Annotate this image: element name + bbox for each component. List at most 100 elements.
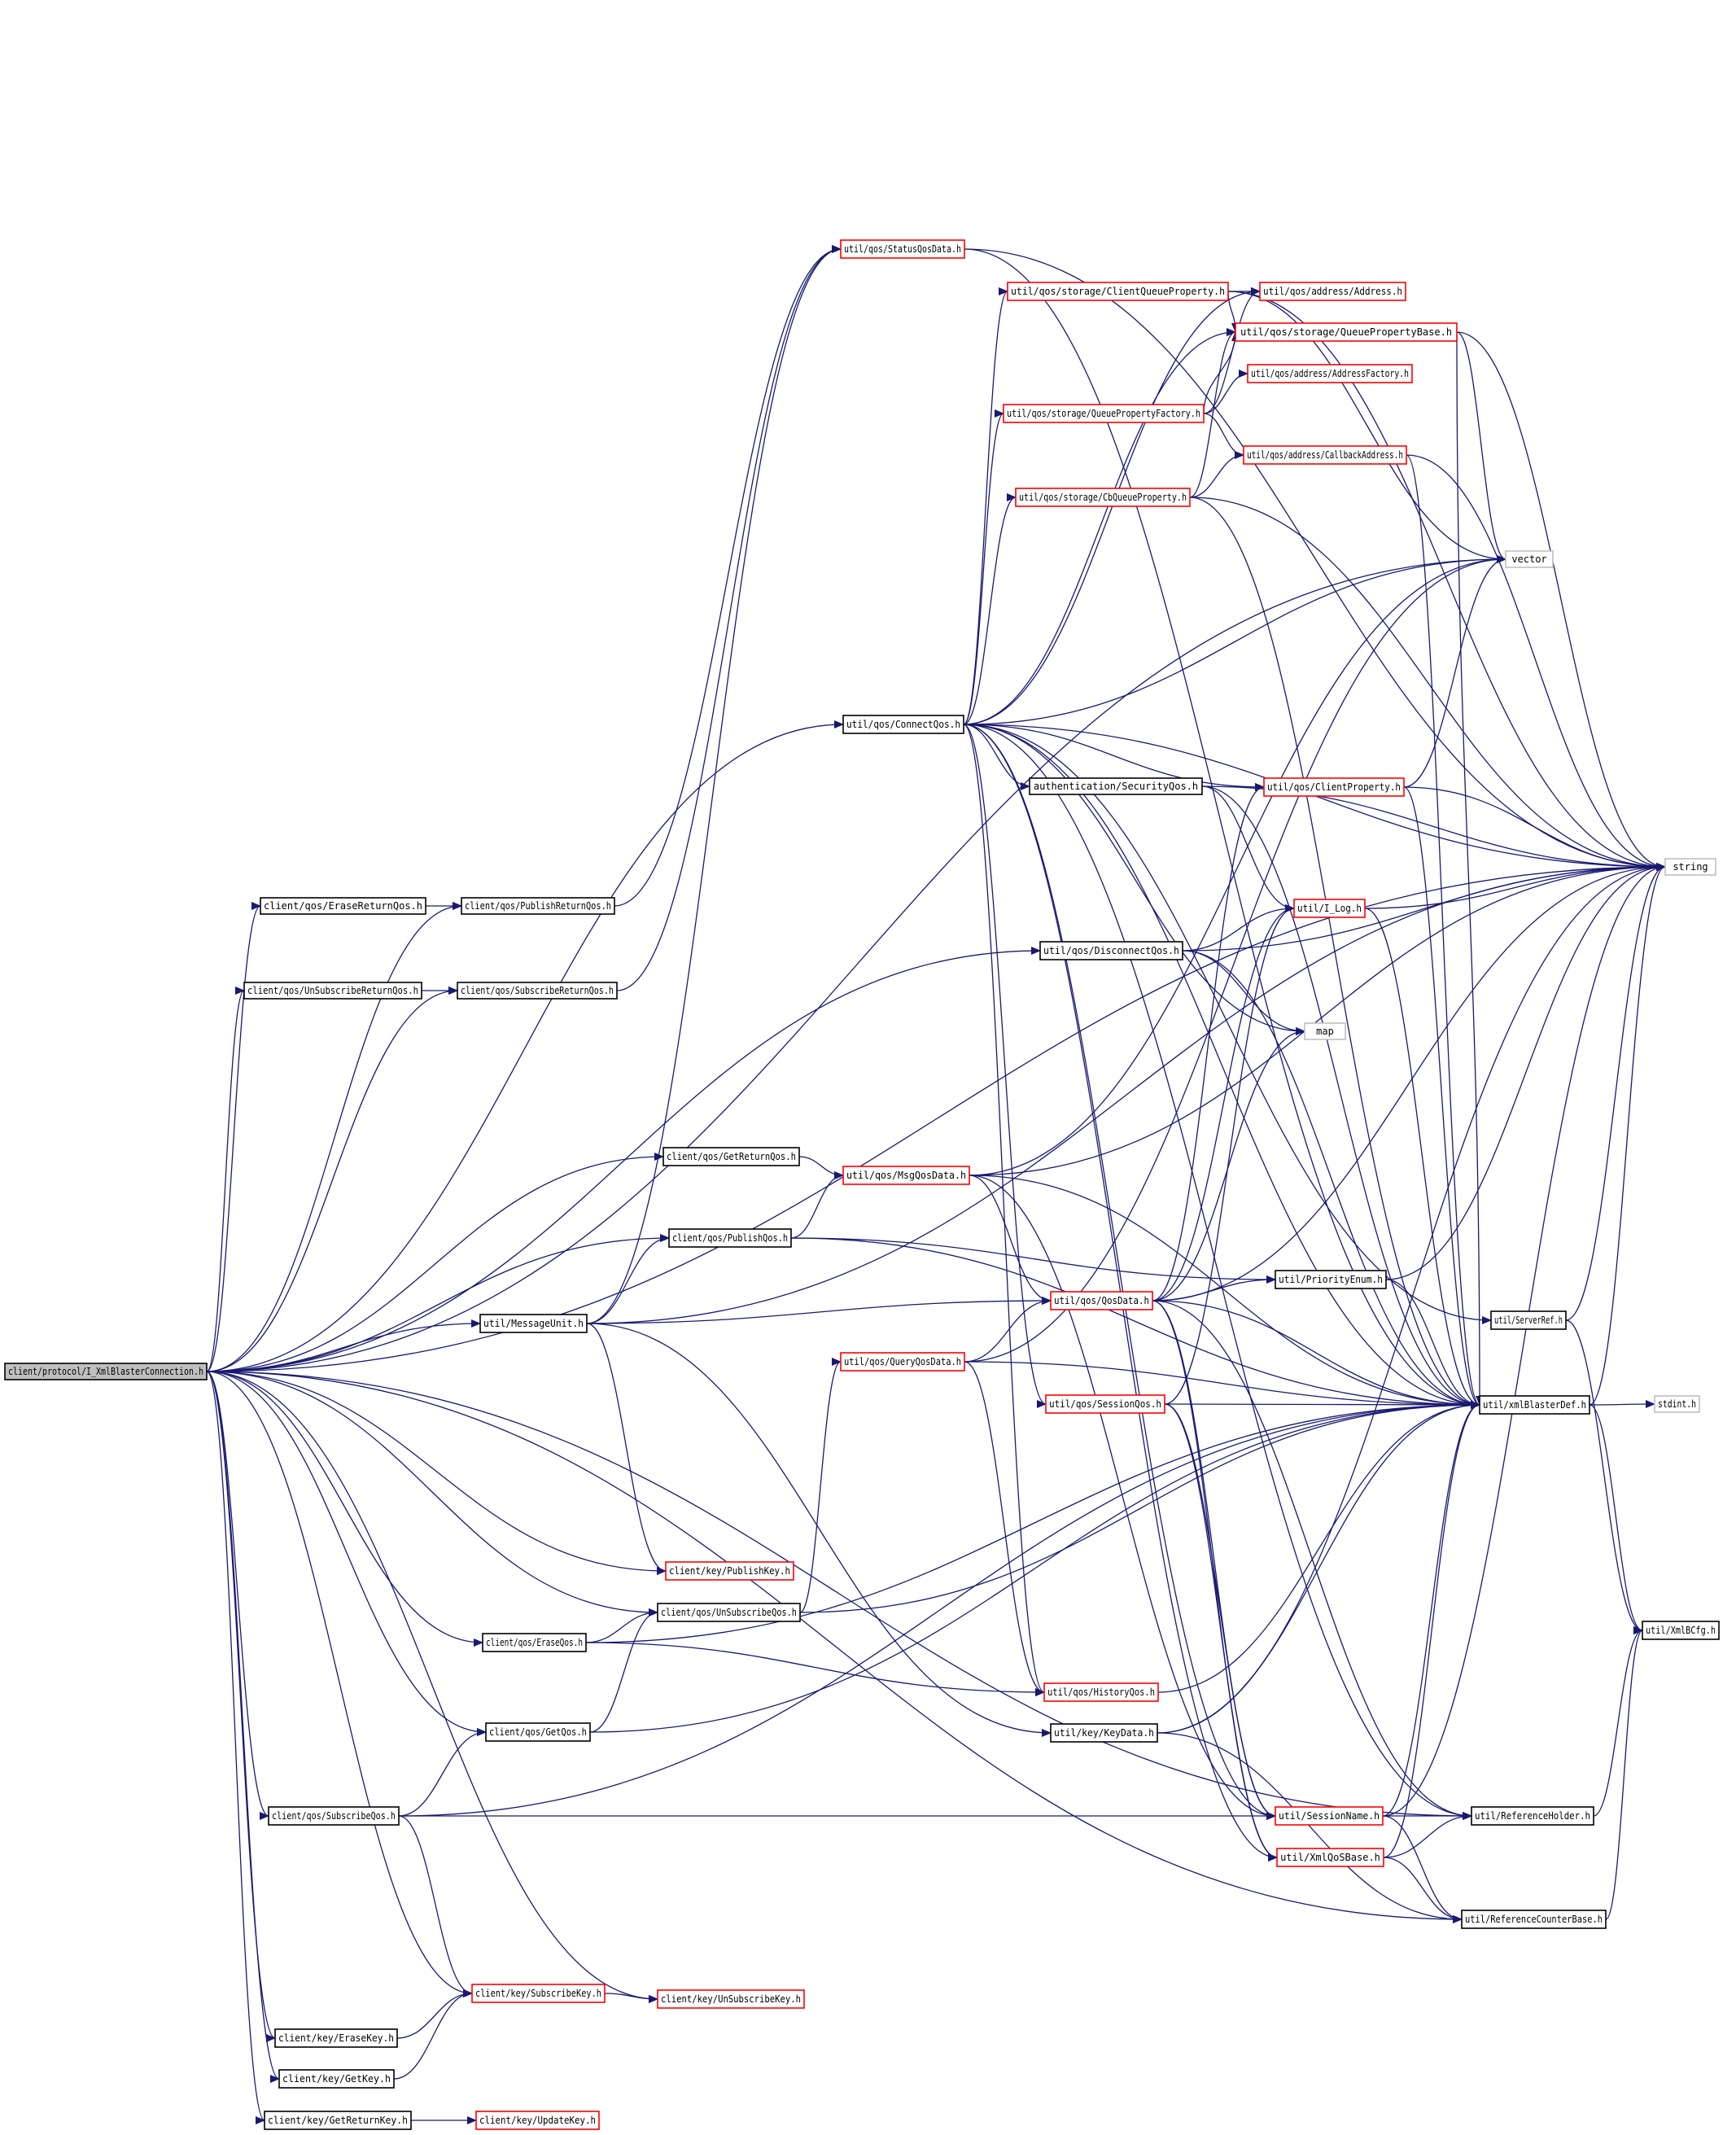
- node-QosData[interactable]: util/qos/QosData.h: [1050, 1291, 1153, 1310]
- edge-XmlQoSBase-to-ReferenceHolder: [1383, 1812, 1472, 1858]
- edge-QueryQosData-to-HistoryQos: [964, 1361, 1045, 1696]
- edge-GetQos-to-UnSubscribeQos: [589, 1608, 658, 1733]
- node-label: util/XmlBCfg.h: [1646, 1625, 1716, 1636]
- node-ServerRef[interactable]: util/ServerRef.h: [1490, 1310, 1567, 1330]
- edge-SecurityQos-to-I_Log: [1201, 785, 1295, 912]
- edge-EraseKey-to-SubscribeKey: [396, 1989, 473, 2039]
- edge-ConnectQos-to-ClientQueueProperty: [963, 287, 1008, 725]
- node-MessageUnit[interactable]: util/MessageUnit.h: [479, 1314, 588, 1333]
- edge-EraseQos-to-xmlBlasterDef: [585, 1401, 1480, 1643]
- node-SubscribeReturnQos[interactable]: client/qos/SubscribeReturnQos.h: [457, 982, 618, 1000]
- node-root[interactable]: client/protocol/I_XmlBlasterConnection.h: [4, 1363, 208, 1380]
- node-GetQos[interactable]: client/qos/GetQos.h: [485, 1722, 591, 1742]
- node-DisconnectQos[interactable]: util/qos/DisconnectQos.h: [1039, 941, 1183, 960]
- node-ReferenceCounterBase[interactable]: util/ReferenceCounterBase.h: [1461, 1910, 1607, 1929]
- node-SubscribeKey[interactable]: client/key/SubscribeKey.h: [471, 1984, 606, 2003]
- edge-DisconnectQos-to-string: [1182, 863, 1666, 952]
- edge-root-to-PublishReturnQos: [206, 902, 462, 1372]
- node-EraseKey[interactable]: client/key/EraseKey.h: [274, 2028, 398, 2048]
- node-label: util/PriorityEnum.h: [1279, 1274, 1383, 1285]
- node-PublishQos[interactable]: client/qos/PublishQos.h: [668, 1228, 792, 1248]
- node-box: [1490, 1310, 1567, 1330]
- node-SessionQos[interactable]: util/qos/SessionQos.h: [1045, 1394, 1165, 1414]
- edge-DisconnectQos-to-xmlBlasterDef: [1182, 950, 1480, 1409]
- node-stdint[interactable]: stdint.h: [1654, 1395, 1700, 1413]
- node-label: util/ReferenceCounterBase.h: [1465, 1914, 1603, 1925]
- node-GetReturnQos[interactable]: client/qos/GetReturnQos.h: [662, 1147, 800, 1166]
- node-UnSubscribeReturnQos[interactable]: client/qos/UnSubscribeReturnQos.h: [243, 982, 422, 1000]
- edge-EraseQos-to-HistoryQos: [585, 1642, 1045, 1696]
- node-EraseQos[interactable]: client/qos/EraseQos.h: [482, 1633, 587, 1652]
- edge-CbQueueProperty-to-CallbackAddress: [1189, 451, 1244, 498]
- edge-ConnectQos-to-ServerRef: [963, 724, 1492, 1324]
- edge-XmlQoSBase-to-ReferenceCounterBase: [1383, 1857, 1463, 1923]
- node-MsgQosData[interactable]: util/qos/MsgQosData.h: [842, 1166, 970, 1185]
- node-label: util/qos/StatusQosData.h: [844, 243, 961, 255]
- node-SecurityQos[interactable]: authentication/SecurityQos.h: [1029, 777, 1203, 795]
- edge-ClientProperty-to-string: [1403, 786, 1666, 871]
- edge-root-to-ConnectQos: [206, 720, 844, 1372]
- node-label: map: [1316, 1026, 1334, 1037]
- edge-ConnectQos-to-ReferenceHolder: [963, 724, 1472, 1820]
- node-label: client/qos/PublishReturnQos.h: [465, 900, 611, 912]
- node-ReferenceHolder[interactable]: util/ReferenceHolder.h: [1471, 1806, 1594, 1826]
- node-I_Log[interactable]: util/I_Log.h: [1293, 899, 1366, 918]
- node-ClientProperty[interactable]: util/qos/ClientProperty.h: [1263, 777, 1405, 797]
- node-XmlQoSBase[interactable]: util/XmlQoSBase.h: [1276, 1848, 1384, 1867]
- node-box: [842, 715, 964, 734]
- node-QueuePropertyFactory[interactable]: util/qos/storage/QueuePropertyFactory.h: [1003, 404, 1205, 423]
- node-UnSubscribeQos[interactable]: client/qos/UnSubscribeQos.h: [657, 1603, 801, 1622]
- edge-HistoryQos-to-xmlBlasterDef: [1157, 1401, 1480, 1693]
- node-CbQueueProperty[interactable]: util/qos/storage/CbQueueProperty.h: [1015, 488, 1191, 507]
- edge-StatusQosData-to-string: [964, 248, 1666, 871]
- node-QueryQosData[interactable]: util/qos/QueryQosData.h: [840, 1352, 965, 1372]
- node-box: [260, 897, 426, 915]
- node-box: [1263, 777, 1405, 797]
- node-map[interactable]: map: [1304, 1022, 1346, 1040]
- node-EraseReturnQos[interactable]: client/qos/EraseReturnQos.h: [260, 897, 426, 915]
- edge-xmlBlasterDef-to-string: [1589, 863, 1666, 1406]
- node-KeyData[interactable]: util/key/KeyData.h: [1050, 1723, 1158, 1743]
- node-label: util/MessageUnit.h: [483, 1318, 584, 1329]
- edge-ClientProperty-to-vector: [1403, 555, 1506, 788]
- node-GetReturnKey[interactable]: client/key/GetReturnKey.h: [264, 2111, 412, 2130]
- node-UpdateKey[interactable]: client/key/UpdateKey.h: [475, 2111, 600, 2130]
- edge-MsgQosData-to-xmlBlasterDef: [969, 1175, 1480, 1409]
- node-box: [840, 239, 965, 259]
- node-xmlBlasterDef[interactable]: util/xmlBlasterDef.h: [1479, 1395, 1590, 1415]
- node-ClientQueueProperty[interactable]: util/qos/storage/ClientQueueProperty.h: [1007, 282, 1229, 301]
- node-CallbackAddress[interactable]: util/qos/address/CallbackAddress.h: [1243, 445, 1407, 465]
- edge-xmlBlasterDef-to-XmlBCfg: [1589, 1404, 1643, 1634]
- node-label: client/qos/UnSubscribeReturnQos.h: [247, 985, 418, 996]
- node-XmlBCfg[interactable]: util/XmlBCfg.h: [1642, 1621, 1720, 1640]
- edge-QosData-to-I_Log: [1152, 904, 1295, 1302]
- node-PriorityEnum[interactable]: util/PriorityEnum.h: [1275, 1270, 1387, 1289]
- edge-root-to-UnSubscribeReturnQos: [206, 987, 245, 1372]
- node-label: authentication/SecurityQos.h: [1034, 781, 1198, 792]
- node-StatusQosData[interactable]: util/qos/StatusQosData.h: [840, 239, 965, 259]
- node-SubscribeQos[interactable]: client/qos/SubscribeQos.h: [268, 1806, 400, 1826]
- edge-PublishQos-to-xmlBlasterDef: [790, 1237, 1480, 1409]
- node-PublishReturnQos[interactable]: client/qos/PublishReturnQos.h: [461, 897, 615, 915]
- node-UnSubscribeKey[interactable]: client/key/UnSubscribeKey.h: [657, 1989, 805, 2009]
- node-box: [665, 1561, 794, 1581]
- node-HistoryQos[interactable]: util/qos/HistoryQos.h: [1043, 1682, 1159, 1702]
- node-Address[interactable]: util/qos/address/Address.h: [1259, 282, 1406, 301]
- node-PublishKey[interactable]: client/key/PublishKey.h: [665, 1561, 794, 1581]
- node-SessionName[interactable]: util/SessionName.h: [1275, 1806, 1384, 1826]
- node-label: client/key/PublishKey.h: [669, 1565, 790, 1577]
- node-GetKey[interactable]: client/key/GetKey.h: [278, 2069, 395, 2089]
- node-box: [471, 1984, 606, 2003]
- node-label: util/I_Log.h: [1297, 903, 1362, 914]
- node-label: util/ReferenceHolder.h: [1475, 1810, 1590, 1822]
- edge-QueuePropertyBase-to-xmlBlasterDef: [1456, 331, 1484, 1406]
- node-label: client/qos/UnSubscribeQos.h: [661, 1607, 797, 1618]
- node-AddressFactory[interactable]: util/qos/address/AddressFactory.h: [1247, 364, 1413, 383]
- edge-SubscribeQos-to-SubscribeKey: [398, 1815, 473, 1997]
- edge-root-to-PublishKey: [206, 1371, 667, 1575]
- node-vector[interactable]: vector: [1505, 550, 1554, 568]
- node-box: [1043, 1682, 1159, 1702]
- node-ConnectQos[interactable]: util/qos/ConnectQos.h: [842, 715, 964, 734]
- node-QueuePropertyBase[interactable]: util/qos/storage/QueuePropertyBase.h: [1235, 322, 1458, 342]
- node-string[interactable]: string: [1664, 858, 1716, 876]
